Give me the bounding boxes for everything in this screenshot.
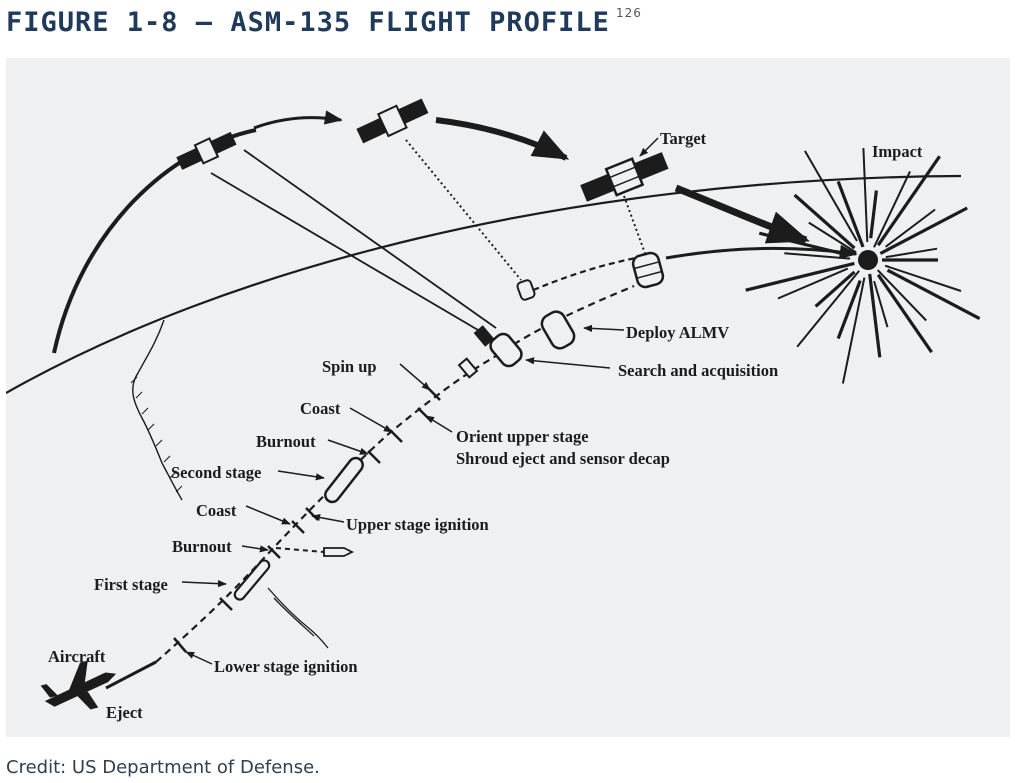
leader-second-stage <box>277 470 325 481</box>
label-shroud-eject: Shroud eject and sensor decap <box>456 449 670 468</box>
target-satellite-icon <box>580 152 669 202</box>
impact-ray <box>868 273 882 358</box>
footnote-ref: 126 <box>615 6 642 20</box>
tick-burnout-upper <box>367 450 381 464</box>
tracking-dotted-1 <box>405 139 522 281</box>
impact-ray <box>879 206 968 255</box>
impact-ray <box>804 150 858 242</box>
diagram-panel: Target Impact Deploy ALMV Search and acq… <box>6 58 1010 737</box>
impact-ray <box>873 170 911 248</box>
sensor-line-2 <box>243 149 497 329</box>
impact-ray <box>862 148 869 243</box>
orbit-path-1 <box>253 110 343 130</box>
coastline <box>132 319 183 501</box>
impact-ray <box>793 193 856 250</box>
flight-profile-diagram: Target Impact Deploy ALMV Search and acq… <box>6 98 981 722</box>
upper-stage-icon <box>473 325 495 347</box>
impact-ray <box>869 190 878 239</box>
satellite-icon <box>356 98 429 144</box>
coastline-hatch <box>130 376 183 493</box>
label-orient-upper-stage: Orient upper stage <box>456 427 589 446</box>
leader-target <box>639 137 659 157</box>
impact-ray <box>841 277 866 384</box>
shroud-icon <box>457 357 479 379</box>
almv-capsule-icon <box>631 251 665 289</box>
label-lower-stage-ignition: Lower stage ignition <box>214 657 358 676</box>
tick-upper-ignition <box>305 507 319 521</box>
eject-line <box>105 660 157 690</box>
leader-coast-upper <box>349 407 393 433</box>
tick-lower-ignition <box>173 637 187 653</box>
vehicle-trajectory <box>155 284 635 663</box>
impact-ray <box>873 280 889 328</box>
impact-core <box>858 250 878 270</box>
leader-burnout-lower <box>241 545 269 553</box>
impact-ray <box>885 247 938 259</box>
tick-first-stage <box>219 597 233 611</box>
leader-first-stage <box>181 580 227 588</box>
tick-coast-lower <box>291 520 305 534</box>
impact-ray <box>836 280 862 340</box>
impact-ray <box>876 155 941 247</box>
second-stage-rocket-icon <box>324 456 364 504</box>
clouds-lower <box>267 587 329 649</box>
leader-upper-ignition <box>311 513 345 523</box>
label-second-stage: Second stage <box>171 463 261 482</box>
label-spin-up: Spin up <box>322 357 377 376</box>
figure-credit: Credit: US Department of Defense. <box>6 757 320 778</box>
earth-horizon-outer <box>52 128 257 354</box>
sensor-line-1 <box>210 172 479 331</box>
label-search-acquisition: Search and acquisition <box>618 361 778 380</box>
debris-icon <box>516 279 536 301</box>
label-burnout-lower: Burnout <box>172 537 232 556</box>
leader-deploy <box>583 324 625 333</box>
figure-title-text: FIGURE 1-8 — ASM-135 FLIGHT PROFILE <box>6 7 610 38</box>
tracking-dotted-2 <box>623 195 647 257</box>
impact-ray <box>886 268 981 321</box>
earth-horizon-inner <box>6 174 962 394</box>
impact-ray <box>876 273 933 354</box>
label-deploy-almv: Deploy ALMV <box>626 323 729 342</box>
almv-deploy-icon <box>540 310 576 350</box>
label-coast-upper: Coast <box>300 399 341 418</box>
jettisoned-stage-icon <box>323 547 355 557</box>
leader-coast-lower <box>245 505 291 525</box>
leader-orient <box>425 415 453 433</box>
impact-ray <box>814 270 856 308</box>
satellite-icon <box>176 131 237 170</box>
leader-search <box>525 357 611 369</box>
impact-ray <box>777 267 849 300</box>
label-impact: Impact <box>872 142 923 161</box>
impact-ray <box>745 261 855 292</box>
leader-spin-up <box>399 363 431 391</box>
label-burnout-upper: Burnout <box>256 432 316 451</box>
impact-ray <box>876 269 927 322</box>
sensor-vehicle-icon <box>489 332 523 368</box>
figure-title: FIGURE 1-8 — ASM-135 FLIGHT PROFILE 126 <box>6 6 642 38</box>
leader-burnout-upper <box>327 439 369 455</box>
jettison-path <box>275 547 325 553</box>
label-aircraft: Aircraft <box>48 647 106 666</box>
impact-ray <box>796 270 860 348</box>
impact-ray <box>884 208 936 248</box>
impact-ray <box>808 221 857 254</box>
impact-ray <box>784 252 851 260</box>
label-upper-stage-ignition: Upper stage ignition <box>346 515 489 534</box>
impact-ray <box>884 264 962 292</box>
impact-ray <box>758 231 847 257</box>
leader-lower-ignition <box>185 651 213 665</box>
label-coast-lower: Coast <box>196 501 237 520</box>
impact-trajectory <box>674 184 810 244</box>
tick-burnout-lower <box>267 545 281 559</box>
impact-starburst <box>745 148 981 384</box>
aircraft-icon <box>40 660 117 710</box>
orbit-path-2 <box>435 117 570 161</box>
almv-path <box>523 256 637 296</box>
label-eject: Eject <box>106 703 143 722</box>
label-first-stage: First stage <box>94 575 168 594</box>
label-target: Target <box>660 129 707 148</box>
first-stage-rocket-icon <box>233 559 271 601</box>
impact-ray <box>836 180 865 248</box>
